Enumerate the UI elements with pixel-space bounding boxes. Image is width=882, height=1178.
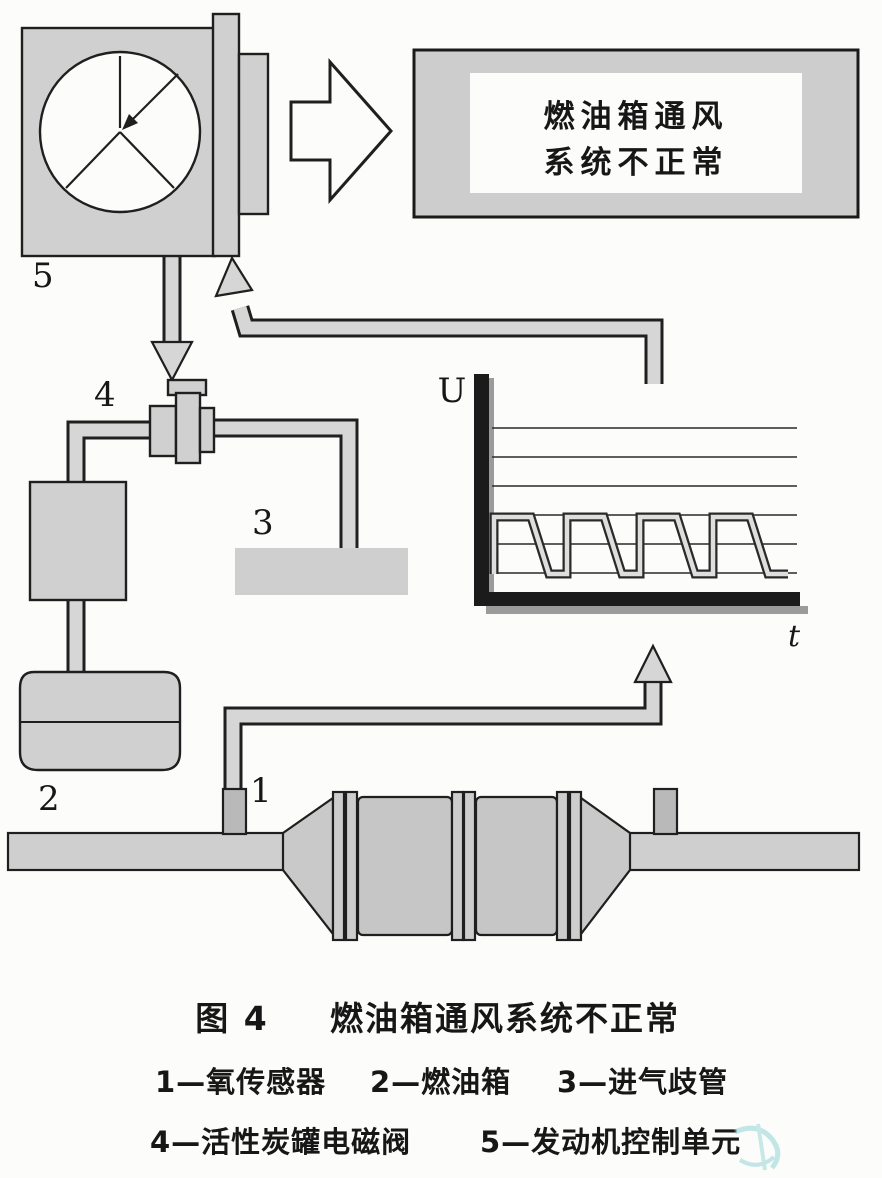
converter-body-rear: [474, 795, 559, 937]
sensor-signal-arrow: [223, 643, 673, 792]
label-solenoid-valve: 4: [94, 375, 116, 415]
converter-flange: [568, 790, 583, 942]
watermark-icon: [733, 1123, 781, 1171]
fault-box-inner: [470, 73, 802, 193]
label-oxygen-sensor: 1: [250, 771, 272, 811]
figure-title: 燃油箱通风系统不正常: [330, 999, 680, 1038]
caption: 图 4 燃油箱通风系统不正常: [195, 999, 680, 1038]
converter-body-front: [356, 795, 454, 937]
legend-item-2: 2—燃油箱: [370, 1065, 511, 1099]
oxygen-sensor-front: [221, 787, 248, 836]
x-axis-shadow: [486, 606, 808, 614]
legend: 1—氧传感器 2—燃油箱 3—进气歧管 4—活性炭罐电磁阀 5—发动机控制单元: [150, 1065, 741, 1159]
legend-item-5: 5—发动机控制单元: [480, 1125, 741, 1159]
fault-message-box: 燃油箱通风 系统不正常: [412, 48, 860, 219]
converter-flange: [555, 790, 570, 942]
x-axis-bar: [474, 592, 800, 606]
exhaust-system: [6, 787, 861, 942]
intake-manifold: [235, 548, 408, 595]
graph-y-axis-label: U: [438, 371, 467, 411]
label-intake-manifold: 3: [252, 503, 274, 543]
fault-text-line1: 燃油箱通风: [544, 99, 729, 135]
figure-number: 图 4: [195, 999, 268, 1038]
y-axis-bar: [474, 374, 489, 606]
ecu-connector-plug: [237, 52, 270, 216]
converter-flange: [462, 790, 477, 942]
converter-outlet-cone: [579, 795, 632, 938]
legend-item-1: 1—氧传感器: [155, 1065, 326, 1099]
charcoal-canister: [28, 480, 128, 602]
voltage-graph: U t: [438, 371, 808, 654]
ecu-unit: [20, 12, 270, 258]
converter-flange: [344, 790, 359, 942]
gauge-needle-arrowhead-icon: [122, 114, 138, 130]
signal-arrowhead-icon: [633, 643, 673, 684]
y-axis-shadow: [489, 378, 494, 604]
converter-flange: [450, 790, 465, 942]
ecu-output-arrow: [150, 256, 194, 383]
sensor-waveform: [489, 512, 788, 579]
converter-flange: [331, 790, 346, 942]
fault-arrow-icon: [289, 58, 394, 204]
fault-text-line2: 系统不正常: [544, 145, 729, 181]
up-arrowhead-icon: [214, 255, 254, 298]
legend-item-3: 3—进气歧管: [557, 1065, 728, 1099]
ecu-connector-strip: [211, 12, 241, 258]
converter-inlet-cone: [281, 795, 335, 938]
oxygen-sensor-rear: [652, 787, 679, 836]
fuel-tank: [18, 670, 182, 772]
legend-item-4: 4—活性炭罐电磁阀: [150, 1125, 411, 1159]
label-fuel-tank: 2: [38, 779, 60, 819]
label-ecu: 5: [32, 256, 54, 296]
solenoid-valve: [148, 378, 216, 465]
down-arrowhead-icon: [150, 340, 194, 383]
graph-x-axis-label: t: [788, 619, 801, 654]
ecu-feedback-arrow: [214, 255, 664, 384]
